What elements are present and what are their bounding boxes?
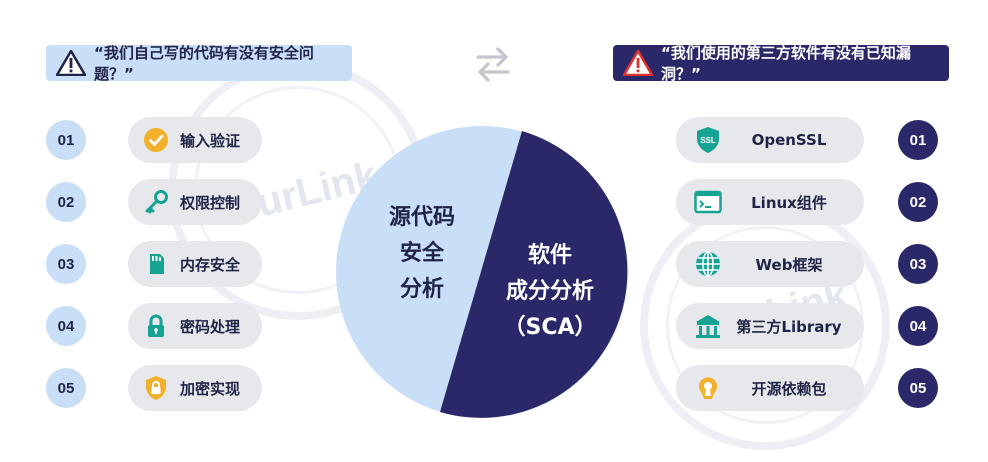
right-item-linux-components: Linux组件 xyxy=(676,179,864,225)
item-label: 加密实现 xyxy=(180,379,241,398)
warning-icon xyxy=(623,50,653,76)
item-label: Linux组件 xyxy=(751,193,827,212)
right-item-third-party-library: 第三方Library xyxy=(676,303,864,349)
right-number-badge: 05 xyxy=(898,368,938,408)
left-question-banner: “我们自己写的代码有没有安全问题？” xyxy=(46,44,352,83)
item-label: Web框架 xyxy=(755,255,823,274)
swap-arrows-icon xyxy=(476,47,510,82)
left-item-encryption: 加密实现 xyxy=(128,365,262,411)
pie-left-label: 源代码 安全 分析 xyxy=(388,205,455,302)
left-number-badge: 03 xyxy=(46,244,86,284)
check-badge-icon xyxy=(142,126,170,154)
item-label: 输入验证 xyxy=(180,131,241,150)
right-question-text: “我们使用的第三方软件有没有已知漏洞？” xyxy=(661,44,911,83)
pie-right-half xyxy=(440,131,628,418)
terminal-icon xyxy=(694,188,722,216)
warning-icon xyxy=(56,50,86,76)
right-question-banner: “我们使用的第三方软件有没有已知漏洞？” xyxy=(613,44,949,83)
ssl-shield-icon: SSL xyxy=(694,126,722,154)
left-number-badge: 05 xyxy=(46,368,86,408)
library-icon xyxy=(694,312,722,340)
right-number-badge: 02 xyxy=(898,182,938,222)
left-item-password-handling: 密码处理 xyxy=(128,303,262,349)
left-number-badge: 04 xyxy=(46,306,86,346)
pie-right-label: 软件 成分分析 （SCA） xyxy=(503,243,597,340)
right-number-badge: 03 xyxy=(898,244,938,284)
item-label: 开源依赖包 xyxy=(751,379,827,398)
left-item-access-control: 权限控制 xyxy=(128,179,262,225)
left-question-text: “我们自己写的代码有没有安全问题？” xyxy=(94,44,314,83)
right-number-badge: 01 xyxy=(898,120,938,160)
key-icon xyxy=(142,188,170,216)
lock-icon xyxy=(142,312,170,340)
left-number-badge: 02 xyxy=(46,182,86,222)
shield-lock-icon xyxy=(142,374,170,402)
left-item-input-validation: 输入验证 xyxy=(128,117,262,163)
item-label: 权限控制 xyxy=(180,193,241,212)
globe-icon xyxy=(694,250,722,278)
right-item-open-source-deps: 开源依赖包 xyxy=(676,365,864,411)
item-label: 密码处理 xyxy=(180,317,241,336)
item-label: 内存安全 xyxy=(180,255,241,274)
item-label: OpenSSL xyxy=(751,131,827,149)
ssl-icon-text: SSL xyxy=(700,136,716,145)
left-number-badge: 01 xyxy=(46,120,86,160)
right-number-badge: 04 xyxy=(898,306,938,346)
right-item-openssl: SSL OpenSSL xyxy=(676,117,864,163)
right-item-web-framework: Web框架 xyxy=(676,241,864,287)
item-label: 第三方Library xyxy=(736,317,842,336)
comparison-pie xyxy=(336,126,628,418)
open-source-icon xyxy=(694,374,722,402)
memory-card-icon xyxy=(142,250,170,278)
left-item-memory-safety: 内存安全 xyxy=(128,241,262,287)
